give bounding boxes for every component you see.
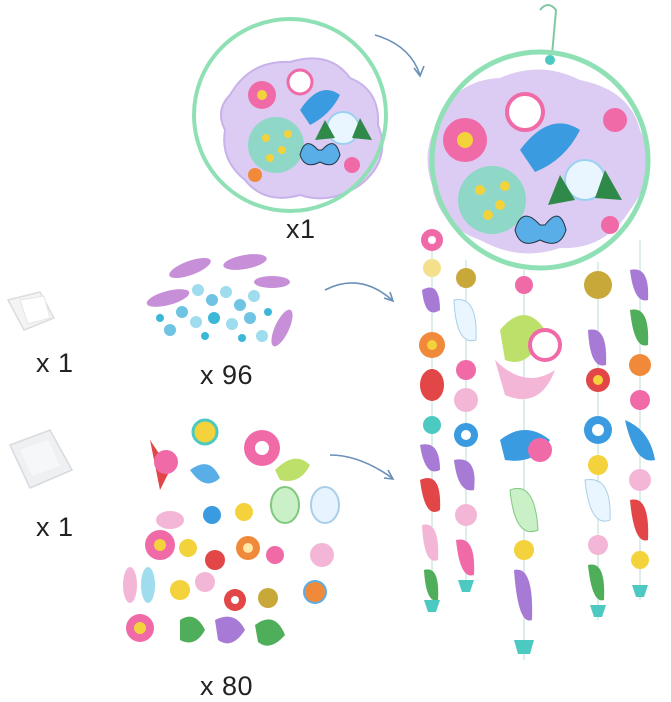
- arrows: [324, 34, 425, 480]
- hoop-quantity-label: x1: [286, 214, 316, 244]
- beads-quantity-label: x 96: [200, 360, 254, 390]
- stickers-cluster: [123, 418, 340, 646]
- arrow-3: [329, 454, 393, 479]
- thread-quantity-label: x 1: [36, 348, 74, 378]
- disc-bird: [300, 90, 340, 125]
- hoop-ring: [192, 17, 388, 213]
- beads-cluster: [146, 254, 293, 347]
- bag-quantity-label: x 1: [36, 512, 74, 542]
- finished-dreamcatcher: [419, 4, 655, 660]
- plastic-bag: [8, 429, 74, 489]
- disc-flower-2: [286, 68, 314, 96]
- stickers-quantity-label: x 80: [200, 671, 254, 701]
- disc-peacock-body: [248, 117, 304, 173]
- hoop-with-disc: [192, 17, 388, 213]
- dc-hoop: [429, 49, 651, 271]
- thread-bobbin: [6, 291, 56, 331]
- disc-lotus: [326, 111, 360, 145]
- disc-butterfly: [299, 143, 341, 166]
- arrow-1: [374, 34, 421, 76]
- arrow-2: [324, 282, 393, 301]
